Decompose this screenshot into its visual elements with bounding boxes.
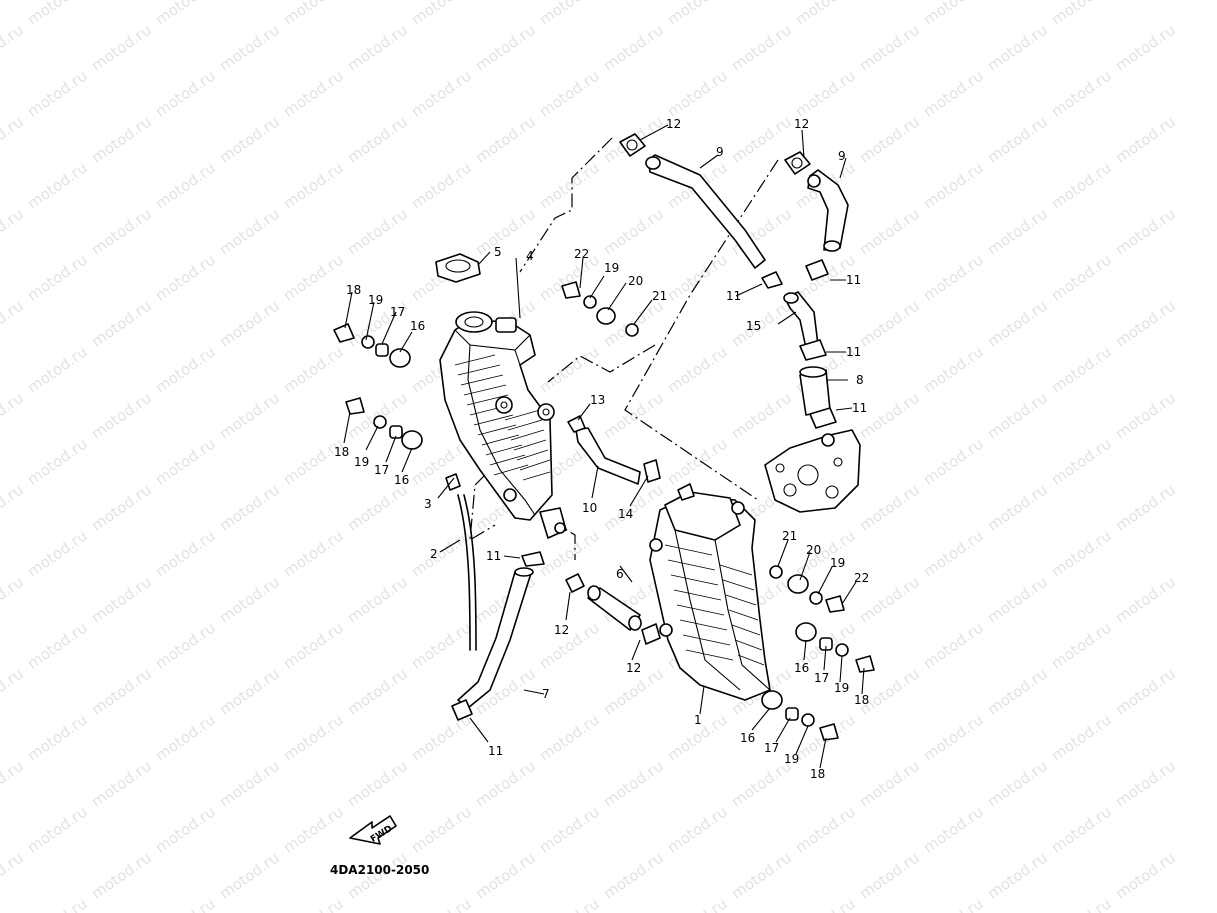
right-lower-mount-set bbox=[761, 690, 839, 741]
leader-lines bbox=[343, 124, 865, 769]
hardware bbox=[333, 133, 875, 741]
diagram-code: 4DA2100-2050 bbox=[330, 863, 429, 877]
callout-1: 1 bbox=[694, 713, 702, 727]
callout-20a: 20 bbox=[628, 274, 643, 288]
callout-17c: 17 bbox=[814, 671, 829, 685]
callout-18c: 18 bbox=[854, 693, 869, 707]
callout-12a: 12 bbox=[666, 117, 681, 131]
callout-12c: 12 bbox=[554, 623, 569, 637]
fwd-arrow-icon: FWD bbox=[349, 815, 397, 845]
callout-9b: 9 bbox=[838, 149, 846, 163]
callout-10: 10 bbox=[582, 501, 597, 515]
callout-16c: 16 bbox=[794, 661, 809, 675]
right-bracket-set bbox=[769, 565, 845, 613]
callout-4: 4 bbox=[526, 249, 534, 263]
callout-18b: 18 bbox=[334, 445, 349, 459]
hoses bbox=[457, 154, 849, 709]
callout-15: 15 bbox=[746, 319, 761, 333]
callout-18a: 18 bbox=[346, 283, 361, 297]
callout-11b: 11 bbox=[846, 273, 861, 287]
callout-11f: 11 bbox=[488, 744, 503, 758]
callout-19e: 19 bbox=[834, 681, 849, 695]
callout-3: 3 bbox=[424, 497, 432, 511]
callout-17a: 17 bbox=[390, 305, 405, 319]
callout-11d: 11 bbox=[852, 401, 867, 415]
right-radiator bbox=[649, 483, 771, 701]
callout-21b: 21 bbox=[782, 529, 797, 543]
callout-19f: 19 bbox=[784, 752, 799, 766]
callout-19b: 19 bbox=[604, 261, 619, 275]
callout-11c: 11 bbox=[846, 345, 861, 359]
left-upper-mount-set bbox=[333, 323, 411, 368]
callout-19c: 19 bbox=[354, 455, 369, 469]
callout-22b: 22 bbox=[854, 571, 869, 585]
upper-bracket-set bbox=[561, 281, 639, 337]
callout-7: 7 bbox=[542, 687, 550, 701]
left-radiator bbox=[435, 253, 567, 539]
callout-19d: 19 bbox=[830, 556, 845, 570]
callout-17d: 17 bbox=[764, 741, 779, 755]
callout-8: 8 bbox=[856, 373, 864, 387]
callout-6: 6 bbox=[616, 567, 624, 581]
callout-11a: 11 bbox=[726, 289, 741, 303]
callout-16a: 16 bbox=[410, 319, 425, 333]
callout-2: 2 bbox=[430, 547, 438, 561]
cylinder-head bbox=[764, 429, 861, 513]
callout-13: 13 bbox=[590, 393, 605, 407]
callout-9a: 9 bbox=[716, 145, 724, 159]
callout-19a: 19 bbox=[368, 293, 383, 307]
callout-18d: 18 bbox=[810, 767, 825, 781]
callout-17b: 17 bbox=[374, 463, 389, 477]
callout-21a: 21 bbox=[652, 289, 667, 303]
callout-14: 14 bbox=[618, 507, 633, 521]
callout-11e: 11 bbox=[486, 549, 501, 563]
right-mid-mount-set bbox=[795, 622, 875, 673]
callout-20b: 20 bbox=[806, 543, 821, 557]
callout-16b: 16 bbox=[394, 473, 409, 487]
callout-12d: 12 bbox=[626, 661, 641, 675]
callout-22a: 22 bbox=[574, 247, 589, 261]
callout-12b: 12 bbox=[794, 117, 809, 131]
callouts: 1 2 3 4 5 6 7 8 9 9 10 11 11 11 11 11 11… bbox=[334, 117, 869, 781]
callout-16d: 16 bbox=[740, 731, 755, 745]
left-lower-mount-set bbox=[345, 397, 423, 450]
callout-5: 5 bbox=[494, 245, 502, 259]
